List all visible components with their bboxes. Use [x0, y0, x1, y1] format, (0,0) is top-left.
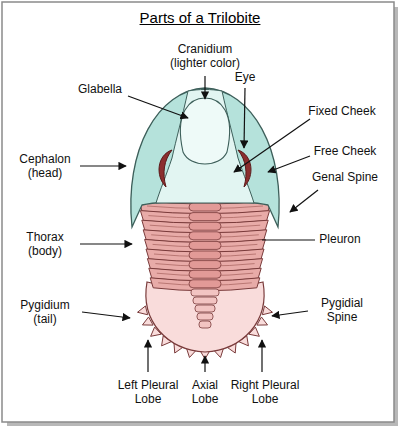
- frame: [2, 2, 394, 422]
- axial-ring: [189, 251, 221, 259]
- leader-lines: [80, 76, 318, 372]
- pygidium-ring: [193, 297, 217, 304]
- cephalon-shape: [131, 88, 279, 227]
- pygidium-ring: [191, 289, 219, 296]
- pygidium-ring: [199, 321, 211, 328]
- part-label: Cranidium (lighter color): [159, 42, 251, 70]
- pygidium-shape: [138, 282, 273, 359]
- axial-ring: [189, 222, 221, 230]
- thorax-segments: [139, 201, 271, 291]
- part-label: Glabella: [60, 82, 140, 96]
- axial-ring: [189, 280, 221, 288]
- pygidium-axis: [191, 289, 219, 328]
- part-label: Free Cheek: [310, 144, 380, 158]
- axial-ring: [189, 270, 221, 278]
- axial-ring: [189, 241, 221, 249]
- axial-ring: [189, 203, 221, 211]
- part-label: Left Pleural Lobe: [111, 378, 185, 406]
- part-label: Right Pleural Lobe: [228, 378, 302, 406]
- part-label: Fixed Cheek: [307, 104, 377, 118]
- part-label: Genal Spine: [307, 170, 383, 184]
- part-label: Pygidial Spine: [310, 296, 374, 324]
- part-label: Pygidium (tail): [13, 298, 77, 326]
- axial-ring: [189, 213, 221, 221]
- part-label: Axial Lobe: [184, 378, 226, 406]
- part-label: Cephalon (head): [13, 152, 77, 180]
- pygidium-ring: [195, 305, 215, 312]
- axial-ring: [189, 261, 221, 269]
- part-label: Eye: [225, 70, 265, 84]
- axial-ring: [189, 232, 221, 240]
- part-label: Thorax (body): [13, 230, 77, 258]
- pygidium-ring: [197, 313, 213, 320]
- diagram-title: Parts of a Trilobite: [50, 9, 350, 27]
- part-label: Pleuron: [310, 232, 370, 246]
